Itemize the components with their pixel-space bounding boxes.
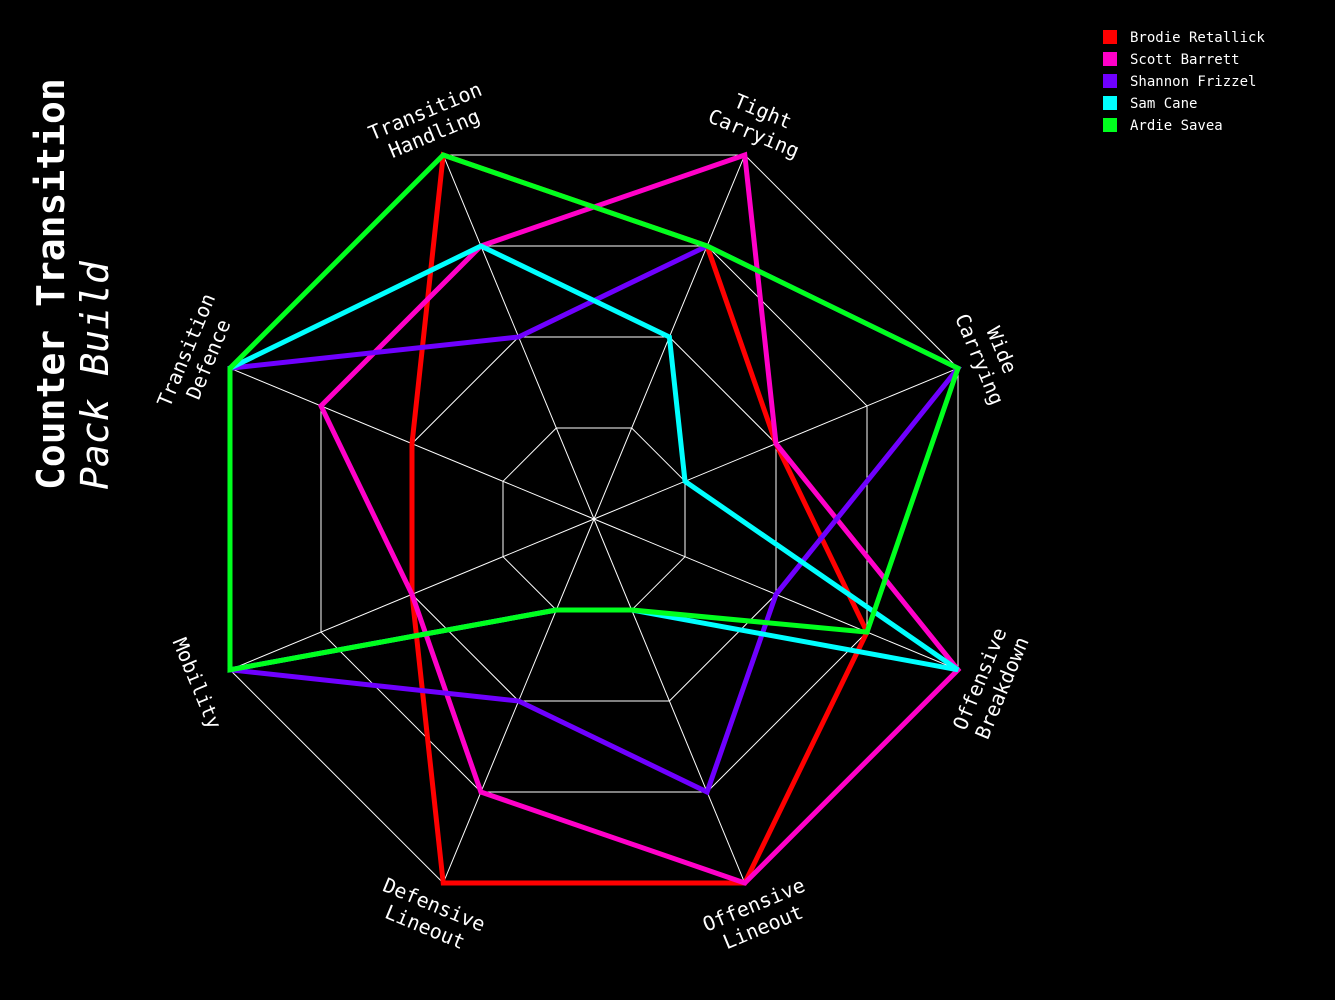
axis-label: TransitionHandling — [365, 77, 495, 167]
series-line-ardie-savea — [227, 152, 962, 673]
axis-label: OffensiveLineout — [699, 873, 817, 959]
title-group: Counter Transition Pack Build — [29, 78, 117, 490]
grid-spoke — [593, 518, 746, 884]
legend-label: Sam Cane — [1130, 96, 1197, 112]
legend-label: Shannon Frizzel — [1130, 74, 1256, 90]
grid — [229, 154, 959, 884]
axis-label: WideCarrying — [950, 301, 1031, 408]
legend-label: Ardie Savea — [1130, 118, 1223, 134]
legend-swatch — [1103, 118, 1117, 132]
legend-swatch — [1103, 30, 1117, 44]
legend-swatch — [1103, 74, 1117, 88]
series-layer — [227, 151, 962, 886]
axis-label-line: Mobility — [168, 634, 227, 732]
axis-label: TightCarrying — [705, 82, 812, 163]
legend-label: Brodie Retallick — [1130, 30, 1265, 46]
legend-swatch — [1103, 96, 1117, 110]
chart-title: Counter Transition — [29, 78, 73, 490]
legend-label: Scott Barrett — [1130, 52, 1240, 68]
legend-swatch — [1103, 52, 1117, 66]
axis-label: Mobility — [168, 634, 227, 732]
series-line-sam-cane — [227, 243, 960, 673]
axis-label: DefensiveLineout — [370, 873, 488, 959]
series-line-scott-barrett — [317, 151, 962, 886]
series-line-brodie-retallick — [409, 151, 870, 886]
axis-label: OffensiveBreakdown — [948, 624, 1034, 742]
chart-subtitle: Pack Build — [73, 260, 117, 490]
